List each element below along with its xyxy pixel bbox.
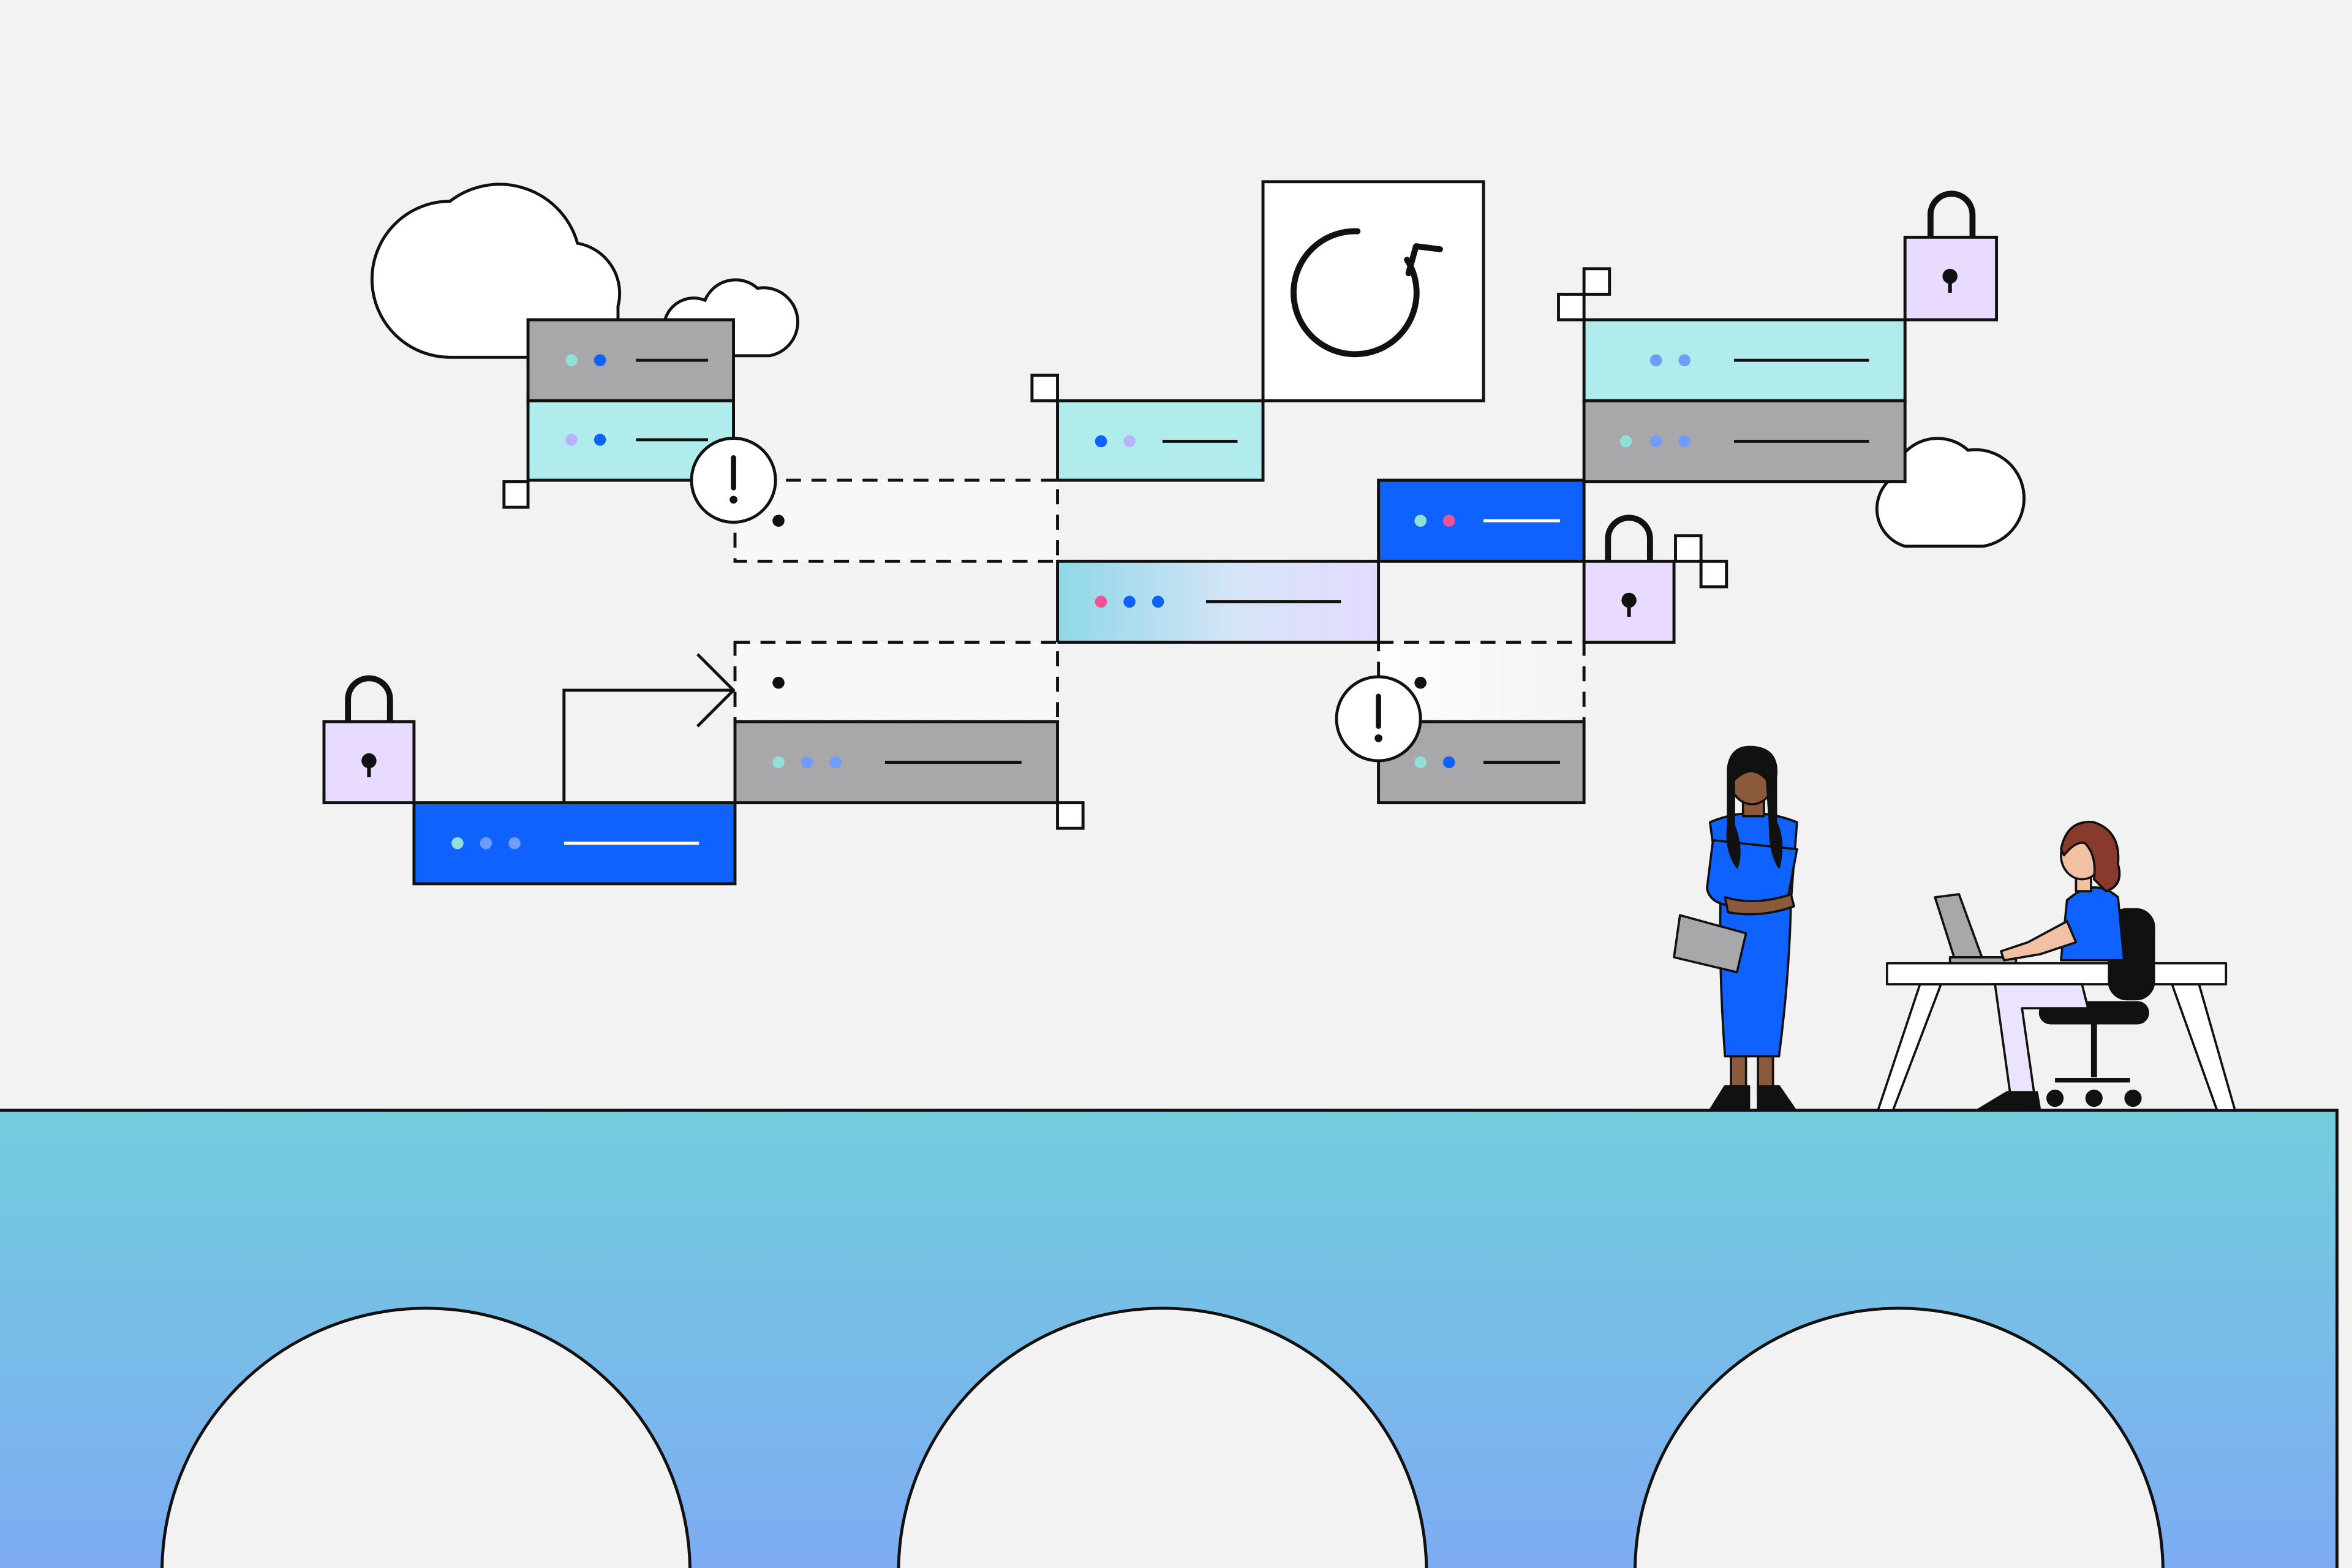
- padlock-icon: [1903, 190, 1999, 322]
- bridge-arch: [160, 1306, 692, 1568]
- alert-icon: [1335, 675, 1422, 763]
- bridge-arch: [897, 1306, 1428, 1568]
- connector-square: [1557, 292, 1586, 322]
- server-block-gray: [526, 318, 735, 402]
- bridge-arch: [1634, 1306, 2165, 1568]
- desk: [1877, 962, 2236, 1112]
- cloud-icon: [370, 183, 622, 359]
- server-block-gray: [733, 720, 1059, 805]
- server-block-teal: [1056, 399, 1265, 482]
- person-seated-at-laptop: [1934, 821, 2125, 1112]
- placeholder-block-dashed: [733, 478, 1059, 563]
- server-block-teal: [1582, 318, 1907, 402]
- padlock-icon: [322, 675, 416, 805]
- refresh-icon: [1261, 180, 1485, 402]
- server-block-blue: [412, 801, 737, 886]
- connector-square: [502, 480, 530, 509]
- server-block-blue: [1377, 478, 1586, 563]
- server-block-teal: [526, 399, 735, 482]
- bridge: [0, 1109, 2339, 1568]
- server-block-gray: [1582, 399, 1907, 483]
- padlock-icon: [1582, 514, 1676, 644]
- connector-square: [1056, 801, 1085, 830]
- cloud-icon: [1875, 437, 2026, 548]
- connector-square: [1674, 534, 1703, 563]
- alert-icon: [690, 437, 777, 524]
- connector-square: [1582, 267, 1611, 296]
- placeholder-block-dashed: [733, 641, 1059, 723]
- server-block-gradient: [1056, 559, 1381, 644]
- person-standing-with-tablet: [1673, 745, 1798, 1112]
- office-chair: [2038, 908, 2155, 1107]
- connector-square: [1030, 374, 1059, 402]
- arrow-icon: [562, 653, 736, 803]
- connector-square: [1699, 559, 1728, 589]
